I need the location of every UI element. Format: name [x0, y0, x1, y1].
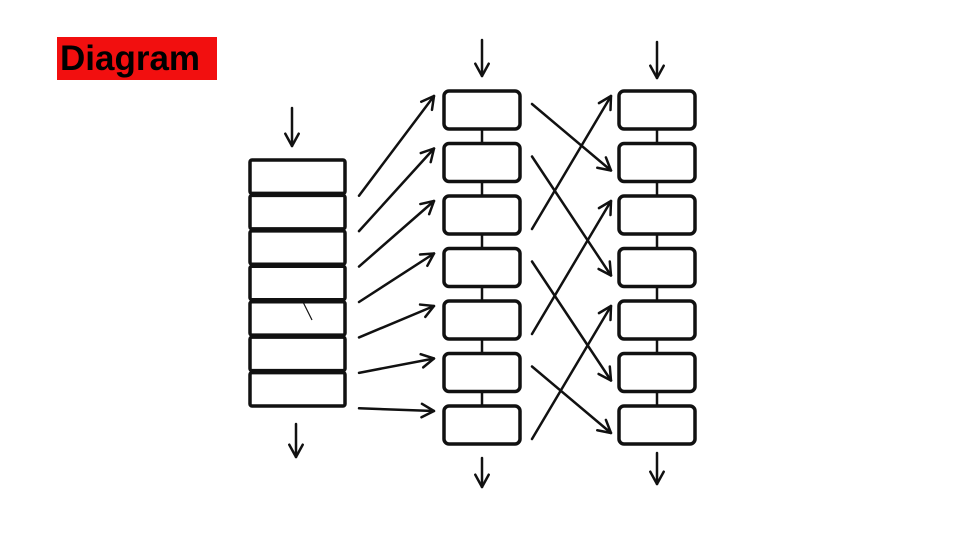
connection-arrow [357, 303, 436, 339]
diagram-label: Diagram [57, 37, 217, 80]
middle-box [442, 351, 522, 394]
connection-arrow [530, 260, 613, 382]
middle-box [442, 194, 522, 236]
middle-box [442, 141, 522, 184]
stack-out-arrow [288, 422, 304, 459]
right-chain [617, 89, 697, 446]
right-box [617, 404, 697, 446]
connection-arrow [357, 199, 436, 268]
middle-box [442, 404, 522, 446]
connection-arrow [530, 155, 613, 277]
right-box [617, 351, 697, 394]
stack-cell [248, 193, 347, 231]
connection-arrow [357, 352, 436, 375]
right-box [617, 299, 697, 341]
connection-arrow [530, 365, 613, 435]
stack-column [248, 158, 347, 408]
right-out-arrow [649, 451, 665, 486]
connection-arrow [530, 94, 613, 231]
stack-cell [248, 370, 347, 408]
connection-arrow [357, 147, 436, 233]
right-box [617, 89, 697, 131]
middle-box [442, 246, 522, 289]
connection-arrow [357, 94, 436, 197]
right-box [617, 246, 697, 289]
middle-out-arrow [474, 456, 490, 489]
middle-in-arrow [474, 38, 490, 78]
connection-arrow [357, 402, 436, 419]
middle-box [442, 89, 522, 131]
pen-mark [301, 299, 313, 321]
stack-cell [248, 229, 347, 267]
connection-arrow [530, 102, 613, 172]
stack-cell [248, 299, 347, 337]
middle-chain [442, 89, 522, 446]
connection-arrow [357, 252, 436, 304]
right-box [617, 194, 697, 236]
right-box [617, 141, 697, 184]
middle-box [442, 299, 522, 341]
stack-cell [248, 264, 347, 302]
stack-cell [248, 335, 347, 373]
connection-arrow [530, 199, 613, 336]
stack-in-arrow [284, 106, 300, 148]
stack-cell [248, 158, 347, 196]
right-in-arrow [649, 40, 665, 80]
connection-arrow [530, 304, 613, 441]
connections [357, 94, 613, 441]
